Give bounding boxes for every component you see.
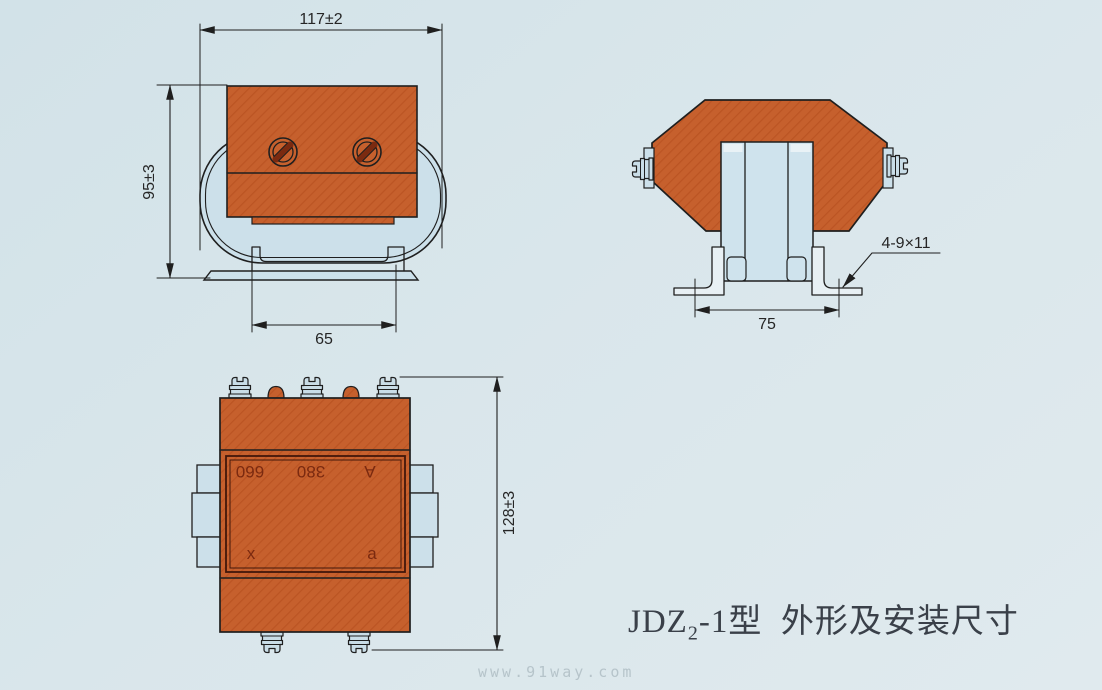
dim-front-height-label: 95±3 <box>141 164 158 200</box>
side-terminal-screw-right-icon <box>886 154 909 178</box>
bottom-top-screw-2-icon <box>300 376 324 399</box>
dim-front-width-label: 117±2 <box>299 11 342 28</box>
nameplate: 660 380 A x a <box>225 455 406 573</box>
dim-bottom-height: 128±3 <box>371 376 518 651</box>
bottom-top-screw-3-icon <box>376 376 400 399</box>
side-view: 75 4-9×11 <box>631 99 941 333</box>
title-model-subscript: 2 <box>687 622 699 645</box>
side-terminal-screw-left-icon <box>631 157 654 181</box>
nameplate-terminal-A: A <box>364 462 376 481</box>
front-screw-left-icon <box>268 137 298 167</box>
bottom-bump-right <box>342 385 360 399</box>
front-terminal-block <box>226 85 418 225</box>
front-screw-right-icon <box>352 137 382 167</box>
side-bracket-left <box>673 246 725 296</box>
dim-front-height: 95±3 <box>141 84 228 279</box>
watermark: www.91way.com <box>478 663 635 681</box>
front-base-plate <box>202 270 420 281</box>
dim-front-width: 117±2 <box>199 11 443 251</box>
dim-front-foot-span: 65 <box>251 264 397 348</box>
bottom-bump-left <box>267 385 285 399</box>
bottom-side-tabs <box>191 464 439 568</box>
nameplate-terminal-a: a <box>367 544 377 563</box>
front-view: 117±2 95±3 65 <box>141 11 447 348</box>
bottom-bottom-screw-1-icon <box>260 631 284 654</box>
bottom-top-screw-1-icon <box>228 376 252 399</box>
nameplate-voltage-380: 380 <box>297 462 325 481</box>
side-core-column <box>720 141 814 282</box>
callout-mount-holes: 4-9×11 <box>842 235 941 288</box>
nameplate-terminal-x: x <box>247 544 256 563</box>
nameplate-voltage-660: 660 <box>236 462 264 481</box>
side-bracket-right <box>811 246 863 296</box>
title-model-prefix: JDZ <box>628 604 688 640</box>
bottom-view: 660 380 A x a 128±3 <box>191 376 518 654</box>
dim-side-foot-span: 75 <box>694 278 840 333</box>
bottom-body <box>219 397 411 633</box>
callout-mount-holes-label: 4-9×11 <box>881 235 930 252</box>
title-text: -1型 外形及安装尺寸 <box>698 604 1019 640</box>
drawing-title: JDZ2-1型 外形及安装尺寸 <box>628 594 1058 646</box>
bottom-bottom-screw-2-icon <box>347 631 371 654</box>
dim-side-foot-span-label: 75 <box>758 316 776 333</box>
dim-front-foot-span-label: 65 <box>315 331 333 348</box>
dim-bottom-height-label: 128±3 <box>501 491 518 535</box>
